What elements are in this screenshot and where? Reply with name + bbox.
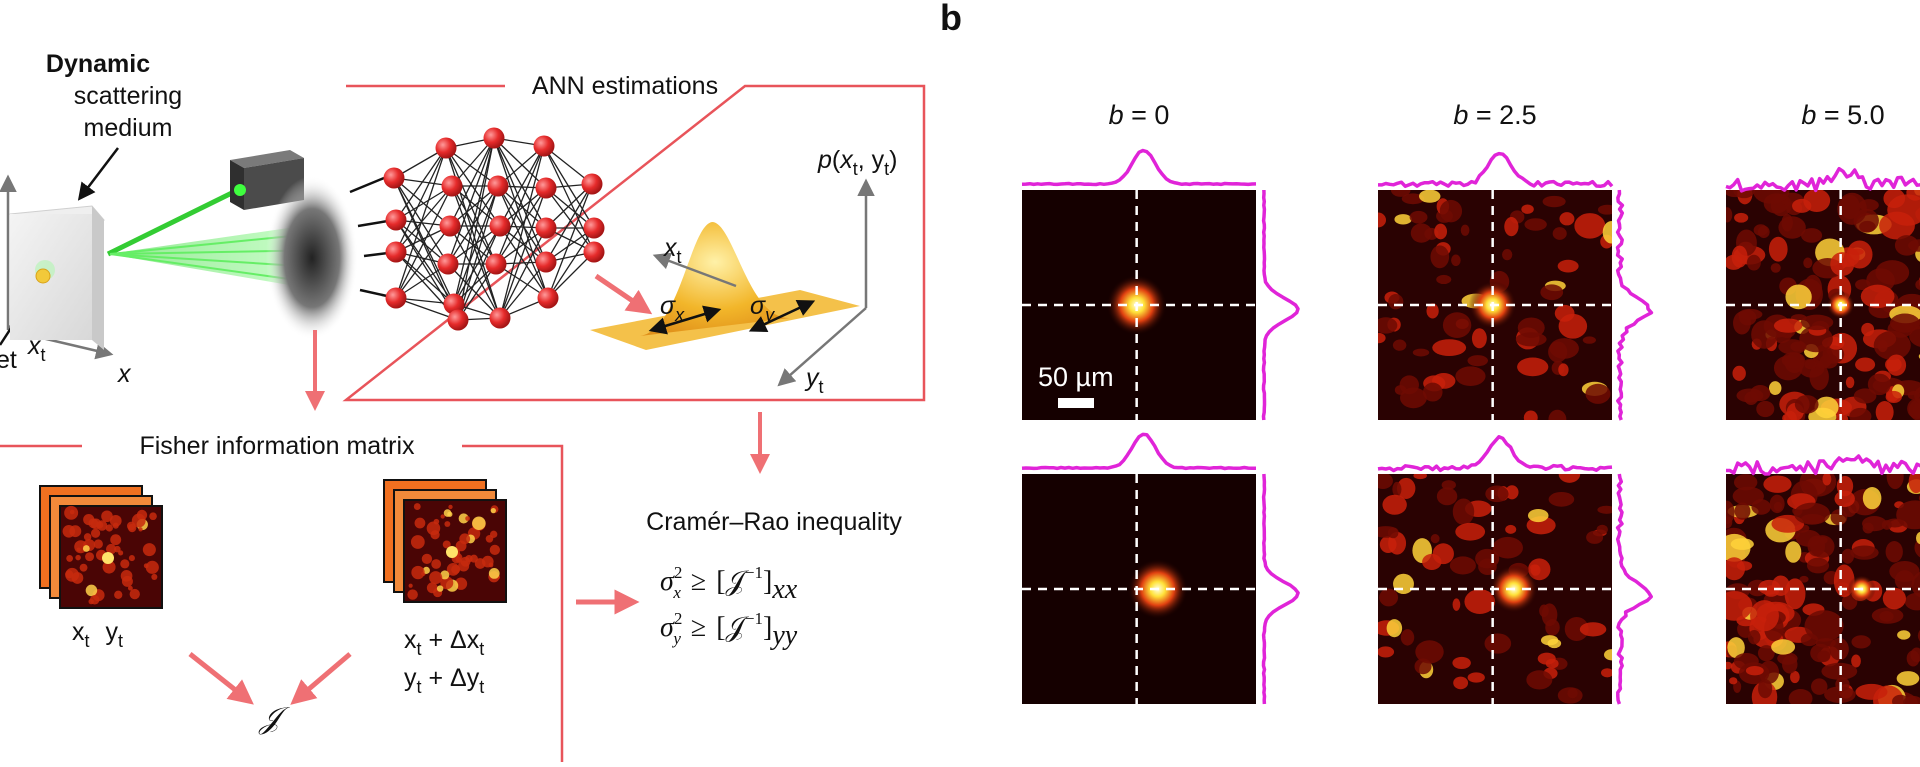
pdf-label: p(xt, yt) [817,146,898,179]
column-label-0: b = 0 [1109,100,1170,130]
scale-bar-label: 50 µm [1038,362,1114,392]
speckle-image-1-1 [1373,466,1620,704]
ann-inputs [350,178,396,298]
horizontal-profile [1022,434,1256,468]
speckle-stack-2 [384,480,506,602]
vertical-profile [1618,474,1652,704]
horizontal-profile [1378,437,1612,471]
cut-off-label: et [0,346,17,374]
nn-node [584,218,605,239]
speckle-image-2-1 [1716,464,1920,716]
panel-a: x xt et Dynamic scattering medium [0,50,924,762]
medium-label-line3: medium [84,114,173,142]
speckle-stack-1 [40,486,162,608]
medium-pointer-arrow [80,148,118,198]
nn-node [440,216,461,237]
nn-node [442,176,463,197]
neural-network [384,128,605,331]
nn-node [536,252,557,273]
nn-node [386,210,407,231]
speckle-image-2-0 [1722,179,1920,427]
nn-node [448,310,469,331]
arrow-stack2-to-J [296,654,350,700]
nn-node [438,254,459,275]
nn-node [484,128,505,149]
scattering-medium [10,206,104,350]
nn-node [584,242,605,263]
column-label-2: b = 5.0 [1801,100,1884,130]
speckle-haze [266,176,358,340]
nn-node [436,138,457,159]
scale-bar [1058,398,1094,408]
panel-b-letter: b [940,0,962,38]
nn-node [384,168,405,189]
probability-plot: p(xt, yt) σx σy xt yt [590,146,898,397]
nn-node [488,176,509,197]
nn-node [386,288,407,309]
nn-node [536,178,557,199]
axis-yt-label: yt [804,364,824,397]
arrow-stack1-to-J [190,654,248,700]
ann-frame: ANN estimations [346,72,924,400]
nn-node [534,136,555,157]
vertical-profile [1264,474,1299,704]
horizontal-profile [1022,151,1256,185]
cramer-rao-title: Cramér–Rao inequality [646,508,902,536]
vertical-profile [1264,190,1299,420]
ann-output-arrow [596,276,646,310]
stack2-label-line2: yt + Δyt [404,664,484,697]
ann-title: ANN estimations [532,72,718,100]
stack2-label-line1: xt + Δxt [404,626,484,659]
nn-node [386,242,407,263]
speckle-image-0-1 [1022,474,1256,704]
horizontal-profile [1726,169,1920,191]
target-particle [36,269,50,283]
nn-node [486,254,507,275]
horizontal-profile [1378,154,1612,187]
nn-node [490,308,511,329]
speckle-image-1-0 [1370,183,1620,429]
nn-node [536,218,557,239]
nn-node [490,216,511,237]
nn-node [582,174,603,195]
panel-b: b b = 0 b = 2.5 b = 5.0 50 µm [940,0,1920,716]
medium-label-line2: scattering [74,82,182,110]
horizontal-profile [1726,456,1920,474]
fisher-title: Fisher information matrix [139,432,415,460]
medium-label-line1: Dynamic [46,50,150,78]
fisher-symbol: 𝒥 [258,702,291,735]
column-label-1: b = 2.5 [1453,100,1536,130]
vertical-profile [1618,190,1652,420]
axis-x-label: x [117,360,132,388]
nn-node [538,288,559,309]
